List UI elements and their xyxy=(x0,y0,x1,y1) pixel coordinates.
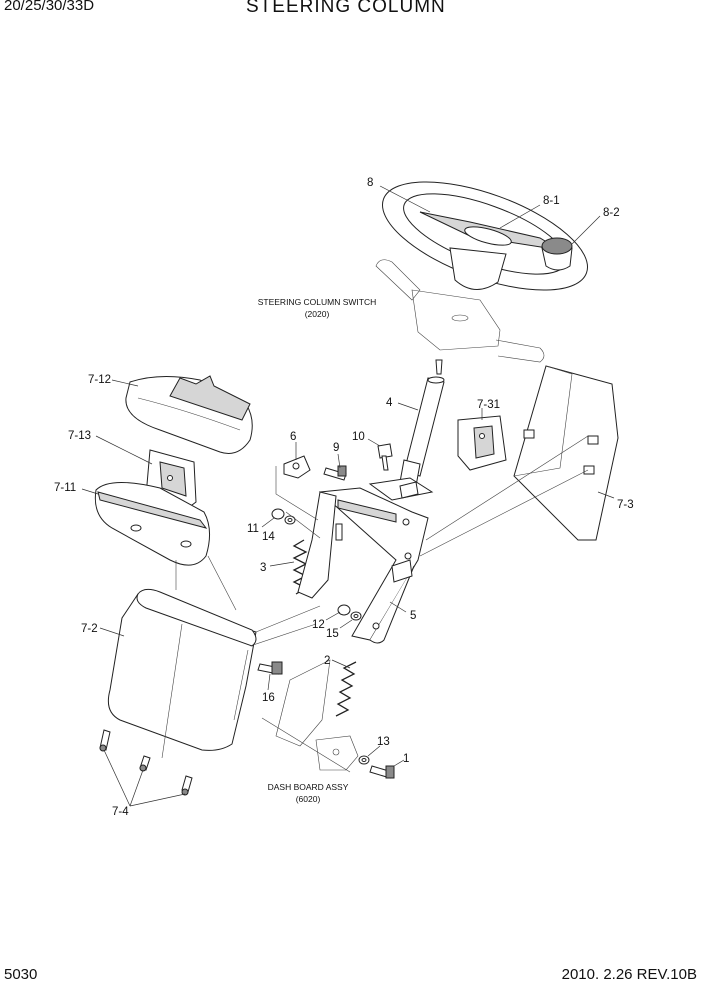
callout-labels: 8 8-1 8-2 4 7-31 7-3 7-12 7-13 7-11 6 9 … xyxy=(54,177,634,818)
screw-7-4-b[interactable] xyxy=(139,755,151,772)
screw-7-4-c[interactable] xyxy=(181,775,193,796)
bolt-9[interactable] xyxy=(323,465,347,481)
callout-10: 10 xyxy=(352,431,365,443)
callout-7-2: 7-2 xyxy=(81,623,98,635)
bolt-10[interactable] xyxy=(377,443,393,471)
washer-14[interactable] xyxy=(284,515,296,525)
callout-15: 15 xyxy=(326,628,339,640)
steering-switch-ref-code: (2020) xyxy=(305,309,330,319)
dash-board-ref-name: DASH BOARD ASSY xyxy=(268,782,349,792)
callout-3: 3 xyxy=(260,562,266,574)
callout-7-3: 7-3 xyxy=(617,499,634,511)
page-number: 5030 xyxy=(4,966,38,983)
bracket-5[interactable] xyxy=(297,487,429,644)
steering-switch-ref-name: STEERING COLUMN SWITCH xyxy=(258,297,377,307)
steering-knob[interactable] xyxy=(541,237,573,271)
callout-6: 6 xyxy=(290,431,296,443)
callout-13: 13 xyxy=(377,736,390,748)
dash-board-assy xyxy=(261,659,359,773)
callout-7-31: 7-31 xyxy=(477,399,500,411)
nut-12[interactable] xyxy=(337,604,351,616)
screw-7-4-a[interactable] xyxy=(99,729,111,752)
bolt-1[interactable] xyxy=(369,765,395,779)
washer-13[interactable] xyxy=(358,755,370,765)
callout-7-11: 7-11 xyxy=(54,482,76,494)
page-title: STEERING COLUMN xyxy=(246,0,446,17)
callout-11: 11 xyxy=(247,523,259,535)
callout-5: 5 xyxy=(410,610,416,622)
callout-9: 9 xyxy=(333,442,339,454)
washer-15[interactable] xyxy=(350,611,362,621)
lever-6[interactable] xyxy=(283,455,311,479)
callout-7-12: 7-12 xyxy=(88,374,111,386)
callout-8-1: 8-1 xyxy=(543,195,560,207)
leader-lines xyxy=(81,185,615,807)
clamp-7-31[interactable] xyxy=(457,415,507,471)
cover-7-3[interactable] xyxy=(513,365,619,541)
lower-cover-7-11[interactable] xyxy=(94,481,210,566)
callout-8-2: 8-2 xyxy=(603,207,620,219)
bolt-16[interactable] xyxy=(257,661,283,675)
revision-date: 2010. 2.26 REV.10B xyxy=(561,966,697,983)
callout-1: 1 xyxy=(403,753,409,765)
callout-12: 12 xyxy=(312,619,325,631)
dash-board-ref-code: (6020) xyxy=(296,794,321,804)
model-number: 20/25/30/33D xyxy=(4,0,95,14)
steering-wheel[interactable] xyxy=(369,160,601,313)
callout-7-4: 7-4 xyxy=(112,806,129,818)
callout-8: 8 xyxy=(367,177,373,189)
steering-column-switch xyxy=(375,259,545,363)
cover-7-2[interactable] xyxy=(107,588,257,759)
alignment-lines xyxy=(175,435,589,647)
callout-4: 4 xyxy=(386,397,393,409)
callout-16: 16 xyxy=(262,692,275,704)
steering-column-shaft[interactable] xyxy=(368,359,445,501)
callout-14: 14 xyxy=(262,531,275,543)
upper-cover-7-12[interactable] xyxy=(125,375,253,454)
nut-11[interactable] xyxy=(271,508,285,520)
spring-2[interactable] xyxy=(335,661,357,717)
callout-2: 2 xyxy=(324,655,330,667)
callout-7-13: 7-13 xyxy=(68,430,91,442)
reference-notes: STEERING COLUMN SWITCH (2020) DASH BOARD… xyxy=(258,297,377,804)
